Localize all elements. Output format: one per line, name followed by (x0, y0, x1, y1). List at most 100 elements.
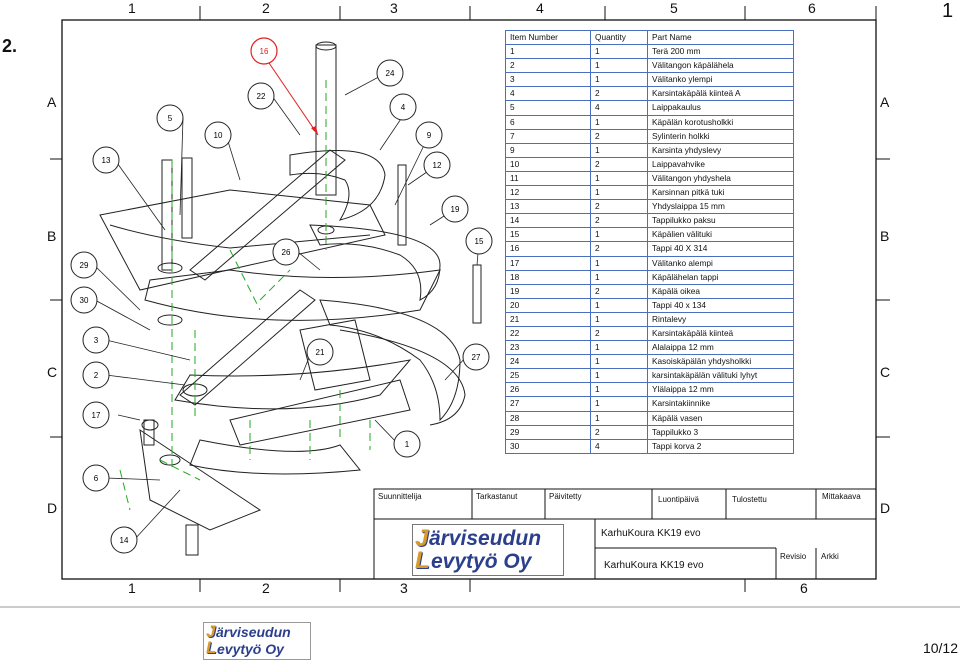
balloon: 26 (272, 238, 300, 266)
created-label: Luontipäivä (658, 495, 699, 504)
grid-label-right: D (880, 500, 891, 516)
logo-line: ärviseudun (429, 527, 542, 550)
balloon: 19 (441, 195, 469, 223)
svg-text:16: 16 (260, 47, 269, 56)
logo-initial: L (206, 638, 217, 657)
scale-label: Mittakaava (822, 492, 861, 501)
bom-cell-part-name: Kasoiskäpälän yhdysholkki (647, 354, 794, 370)
logo-line: evytyö Oy (431, 550, 532, 573)
svg-text:6: 6 (94, 474, 99, 483)
balloon: 1 (393, 430, 421, 458)
svg-text:13: 13 (102, 156, 111, 165)
balloon: 10 (204, 121, 232, 149)
balloon: 2 (82, 361, 110, 389)
svg-text:22: 22 (257, 92, 266, 101)
sheet-label: Arkki (821, 552, 839, 561)
balloon: 27 (462, 343, 490, 371)
bom-cell-part-name: Karsintakäpälä kiinteä (647, 325, 794, 342)
balloon: 9 (415, 121, 443, 149)
svg-text:19: 19 (451, 205, 460, 214)
balloon: 6 (82, 464, 110, 492)
step-label: 2. (2, 36, 18, 56)
grid-label-left: C (47, 364, 58, 380)
bom-cell-item: 5 (505, 100, 591, 116)
bom-cell-part-name: Välitangon käpälähela (647, 58, 794, 74)
svg-text:27: 27 (472, 353, 481, 362)
svg-text:29: 29 (80, 261, 89, 270)
updated-label: Päivitetty (549, 492, 582, 501)
bom-header-part-name: Part Name (647, 29, 794, 46)
grid-label-bottom: 2 (262, 580, 270, 596)
balloon: 15 (465, 227, 493, 255)
drawing-subtitle: KarhuKoura KK19 evo (604, 560, 704, 571)
grid-label-top: 1 (128, 0, 136, 16)
balloon: 5 (156, 104, 184, 132)
svg-text:15: 15 (475, 237, 484, 246)
balloon: 14 (110, 526, 138, 554)
grid-label-bottom: 3 (400, 580, 408, 596)
balloon: 21 (306, 338, 334, 366)
svg-text:9: 9 (427, 131, 432, 140)
bom-cell-part-name: Karsinnan pitkä tuki (647, 185, 794, 201)
svg-text:2: 2 (94, 371, 99, 380)
bom-cell-part-name: karsintakäpälän välituki lyhyt (647, 368, 794, 384)
balloon: 24 (376, 59, 404, 87)
svg-text:24: 24 (386, 69, 395, 78)
grid-label-bottom: 6 (800, 580, 808, 596)
balloon: 30 (70, 286, 98, 314)
grid-label-right: B (880, 228, 890, 244)
grid-label-bottom: 1 (128, 580, 136, 596)
balloon: 29 (70, 251, 98, 279)
svg-text:17: 17 (92, 411, 101, 420)
footer-logo: J ärviseudun L evytyö Oy (203, 622, 311, 660)
bom-cell-part-name: Karsintakäpälä kiinteä A (647, 86, 794, 102)
svg-text:26: 26 (282, 248, 291, 257)
bom-cell-part-name: Karsinta yhdyslevy (647, 142, 794, 158)
bom-cell-part-name: Laippakaulus (647, 100, 794, 116)
grid-label-top: 6 (808, 0, 816, 16)
balloon: 22 (247, 82, 275, 110)
revision-label: Revisio (780, 552, 807, 561)
logo-line: ärviseudun (216, 624, 291, 640)
bom-header-item: Item Number (505, 29, 591, 46)
grid-label-left: B (47, 228, 57, 244)
grid-label-left: D (47, 500, 58, 516)
bom-cell-part-name: Tappi korva 2 (647, 438, 794, 454)
bom-cell-quantity: 1 (590, 72, 648, 88)
svg-text:5: 5 (168, 114, 173, 123)
balloon: 4 (389, 93, 417, 121)
grid-label-left: A (47, 94, 57, 110)
grid-label-top: 2 (262, 0, 270, 16)
svg-text:21: 21 (316, 348, 325, 357)
balloon: 17 (82, 401, 110, 429)
bom-cell-part-name: Käpälän korotusholkki (647, 114, 794, 130)
grid-label-top: 5 (670, 0, 678, 16)
bom-cell-item: 4 (505, 86, 591, 102)
svg-text:12: 12 (433, 161, 442, 170)
grid-label-right: C (880, 364, 891, 380)
svg-text:30: 30 (80, 296, 89, 305)
svg-text:4: 4 (401, 103, 406, 112)
balloon: 12 (423, 151, 451, 179)
grid-label-top: 3 (390, 0, 398, 16)
grid-label-top: 4 (536, 0, 544, 16)
logo-line: evytyö Oy (217, 641, 284, 657)
checker-label: Tarkastanut (476, 492, 518, 501)
logo-initial: J (206, 622, 216, 641)
